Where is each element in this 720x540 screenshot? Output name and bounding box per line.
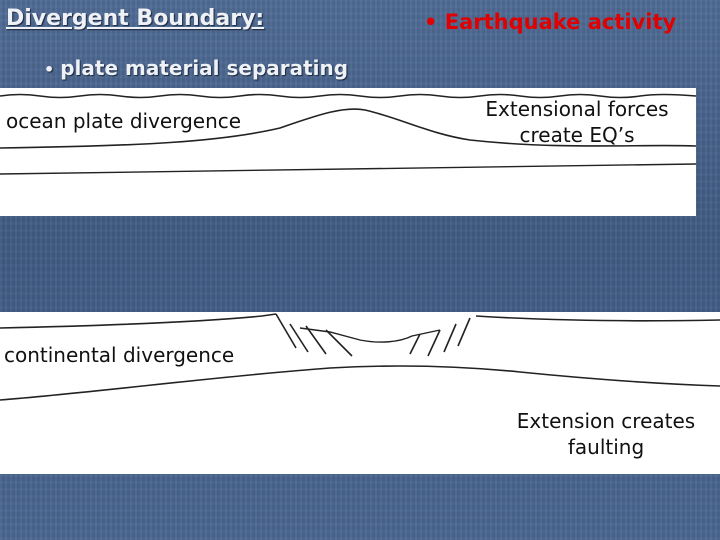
fault-line bbox=[325, 329, 353, 357]
earthquake-activity-bullet: • Earthquake activity bbox=[424, 10, 676, 34]
fault-line bbox=[427, 329, 441, 357]
fault-line bbox=[457, 317, 471, 347]
bullet-symbol: • bbox=[424, 10, 438, 34]
fault-line bbox=[409, 333, 421, 355]
fault-line bbox=[289, 323, 309, 353]
extensional-forces-line2: create EQ’s bbox=[519, 123, 635, 147]
extensional-forces-caption: Extensional forces create EQ’s bbox=[462, 96, 692, 148]
extension-faulting-caption: Extension creates faulting bbox=[496, 408, 716, 460]
bullet-symbol: • bbox=[44, 60, 55, 79]
normal-faults-right bbox=[409, 317, 471, 357]
plate-separating-bullet: • plate material separating bbox=[44, 56, 348, 80]
fault-line bbox=[305, 325, 327, 355]
normal-faults-left bbox=[275, 313, 353, 357]
fault-line bbox=[443, 323, 457, 353]
ocean-ridge-sketch bbox=[0, 93, 696, 175]
sea-surface-line bbox=[0, 93, 696, 99]
left-surface-line bbox=[0, 313, 277, 329]
fault-line bbox=[275, 313, 297, 349]
crust-base-line bbox=[0, 365, 720, 401]
ridge-seafloor-line bbox=[0, 108, 696, 149]
right-surface-line bbox=[475, 315, 720, 322]
earthquake-activity-text: Earthquake activity bbox=[444, 10, 677, 34]
rift-valley-floor bbox=[299, 327, 441, 343]
extension-caption-line2: faulting bbox=[567, 435, 645, 459]
ocean-base-line bbox=[0, 163, 696, 175]
continental-divergence-diagram bbox=[0, 312, 720, 474]
extensional-forces-line1: Extensional forces bbox=[485, 97, 669, 121]
extension-caption-line1: Extension creates bbox=[516, 409, 696, 433]
continental-rift-sketch bbox=[0, 313, 720, 401]
ocean-divergence-label: ocean plate divergence bbox=[6, 109, 242, 133]
continental-divergence-label: continental divergence bbox=[4, 343, 235, 367]
ocean-divergence-diagram bbox=[0, 88, 696, 216]
plate-separating-text: plate material separating bbox=[60, 56, 349, 80]
slide-title: Divergent Boundary: bbox=[6, 6, 265, 31]
